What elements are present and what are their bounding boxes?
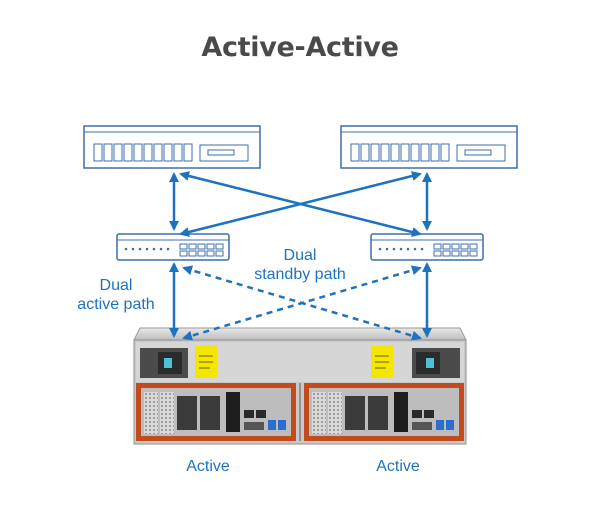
controller-right [304,383,464,441]
left-controller-status: Active [186,458,230,475]
dual-active-line-2: active path [77,296,155,313]
storage-enclosure [133,327,467,445]
dual-standby-line-1: Dual [283,247,317,264]
host-server-left [83,125,261,169]
standby-link-switch-right-to-controller-left [182,265,422,341]
link-host-right-to-switch-left [179,171,422,237]
yellow-label-right [371,346,393,378]
dual-standby-path-label: Dual standby path [240,246,360,284]
yellow-label-left [195,346,217,378]
controller-left [136,383,296,441]
host-server-right [340,125,518,169]
network-switch-left [116,233,230,261]
power-supply-left [140,348,188,378]
right-controller-status: Active [376,458,420,475]
standby-connections [182,265,422,341]
dual-active-path-label: Dual active path [60,276,172,314]
network-switch-right [370,233,484,261]
diagram-title: Active-Active [201,32,399,63]
power-supply-right [412,348,460,378]
dual-active-line-1: Dual [99,277,133,294]
active-connections [169,171,432,338]
dual-standby-line-2: standby path [254,266,346,283]
